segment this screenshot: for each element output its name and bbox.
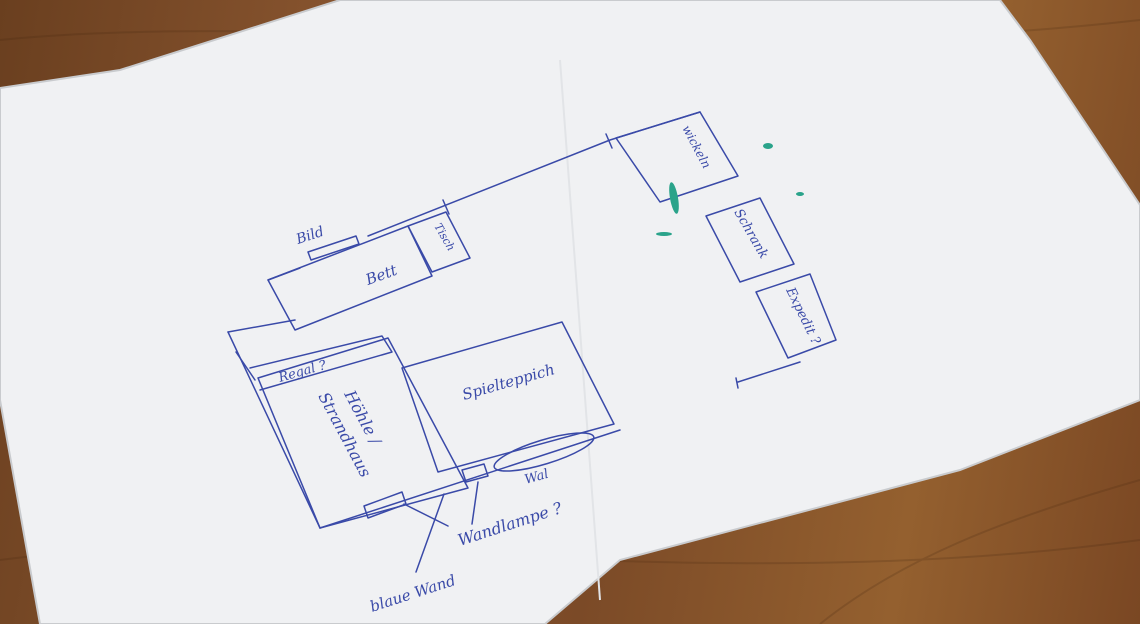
marker-spots bbox=[656, 143, 804, 236]
playmat-outline bbox=[401, 321, 615, 473]
right-wall bbox=[735, 377, 739, 389]
left-wall bbox=[227, 331, 321, 529]
bed-outline bbox=[267, 225, 433, 331]
bed-side bbox=[267, 267, 301, 281]
changing-table-outline bbox=[615, 111, 739, 203]
floor-plan bbox=[227, 111, 837, 573]
lamp-block bbox=[461, 463, 489, 483]
expedit-outline bbox=[755, 273, 837, 359]
label-wal: Wal bbox=[523, 467, 550, 488]
cave-outline bbox=[257, 337, 469, 529]
shelf-band bbox=[249, 335, 393, 391]
x-line bbox=[403, 503, 449, 527]
paper-crease bbox=[559, 59, 601, 601]
bottom-wall bbox=[319, 429, 621, 529]
left-wall bbox=[227, 319, 296, 333]
picture-frame bbox=[307, 235, 360, 261]
right-wall bbox=[737, 361, 801, 383]
lamp-line bbox=[471, 481, 479, 525]
x-line bbox=[415, 493, 445, 573]
shelf-band bbox=[235, 351, 256, 381]
whale-shape bbox=[493, 432, 595, 472]
table-outline bbox=[407, 211, 471, 273]
wall-tick bbox=[605, 133, 613, 149]
wall-tick bbox=[442, 199, 450, 215]
wall-blocks bbox=[363, 491, 407, 519]
wardrobe-outline bbox=[705, 197, 795, 283]
